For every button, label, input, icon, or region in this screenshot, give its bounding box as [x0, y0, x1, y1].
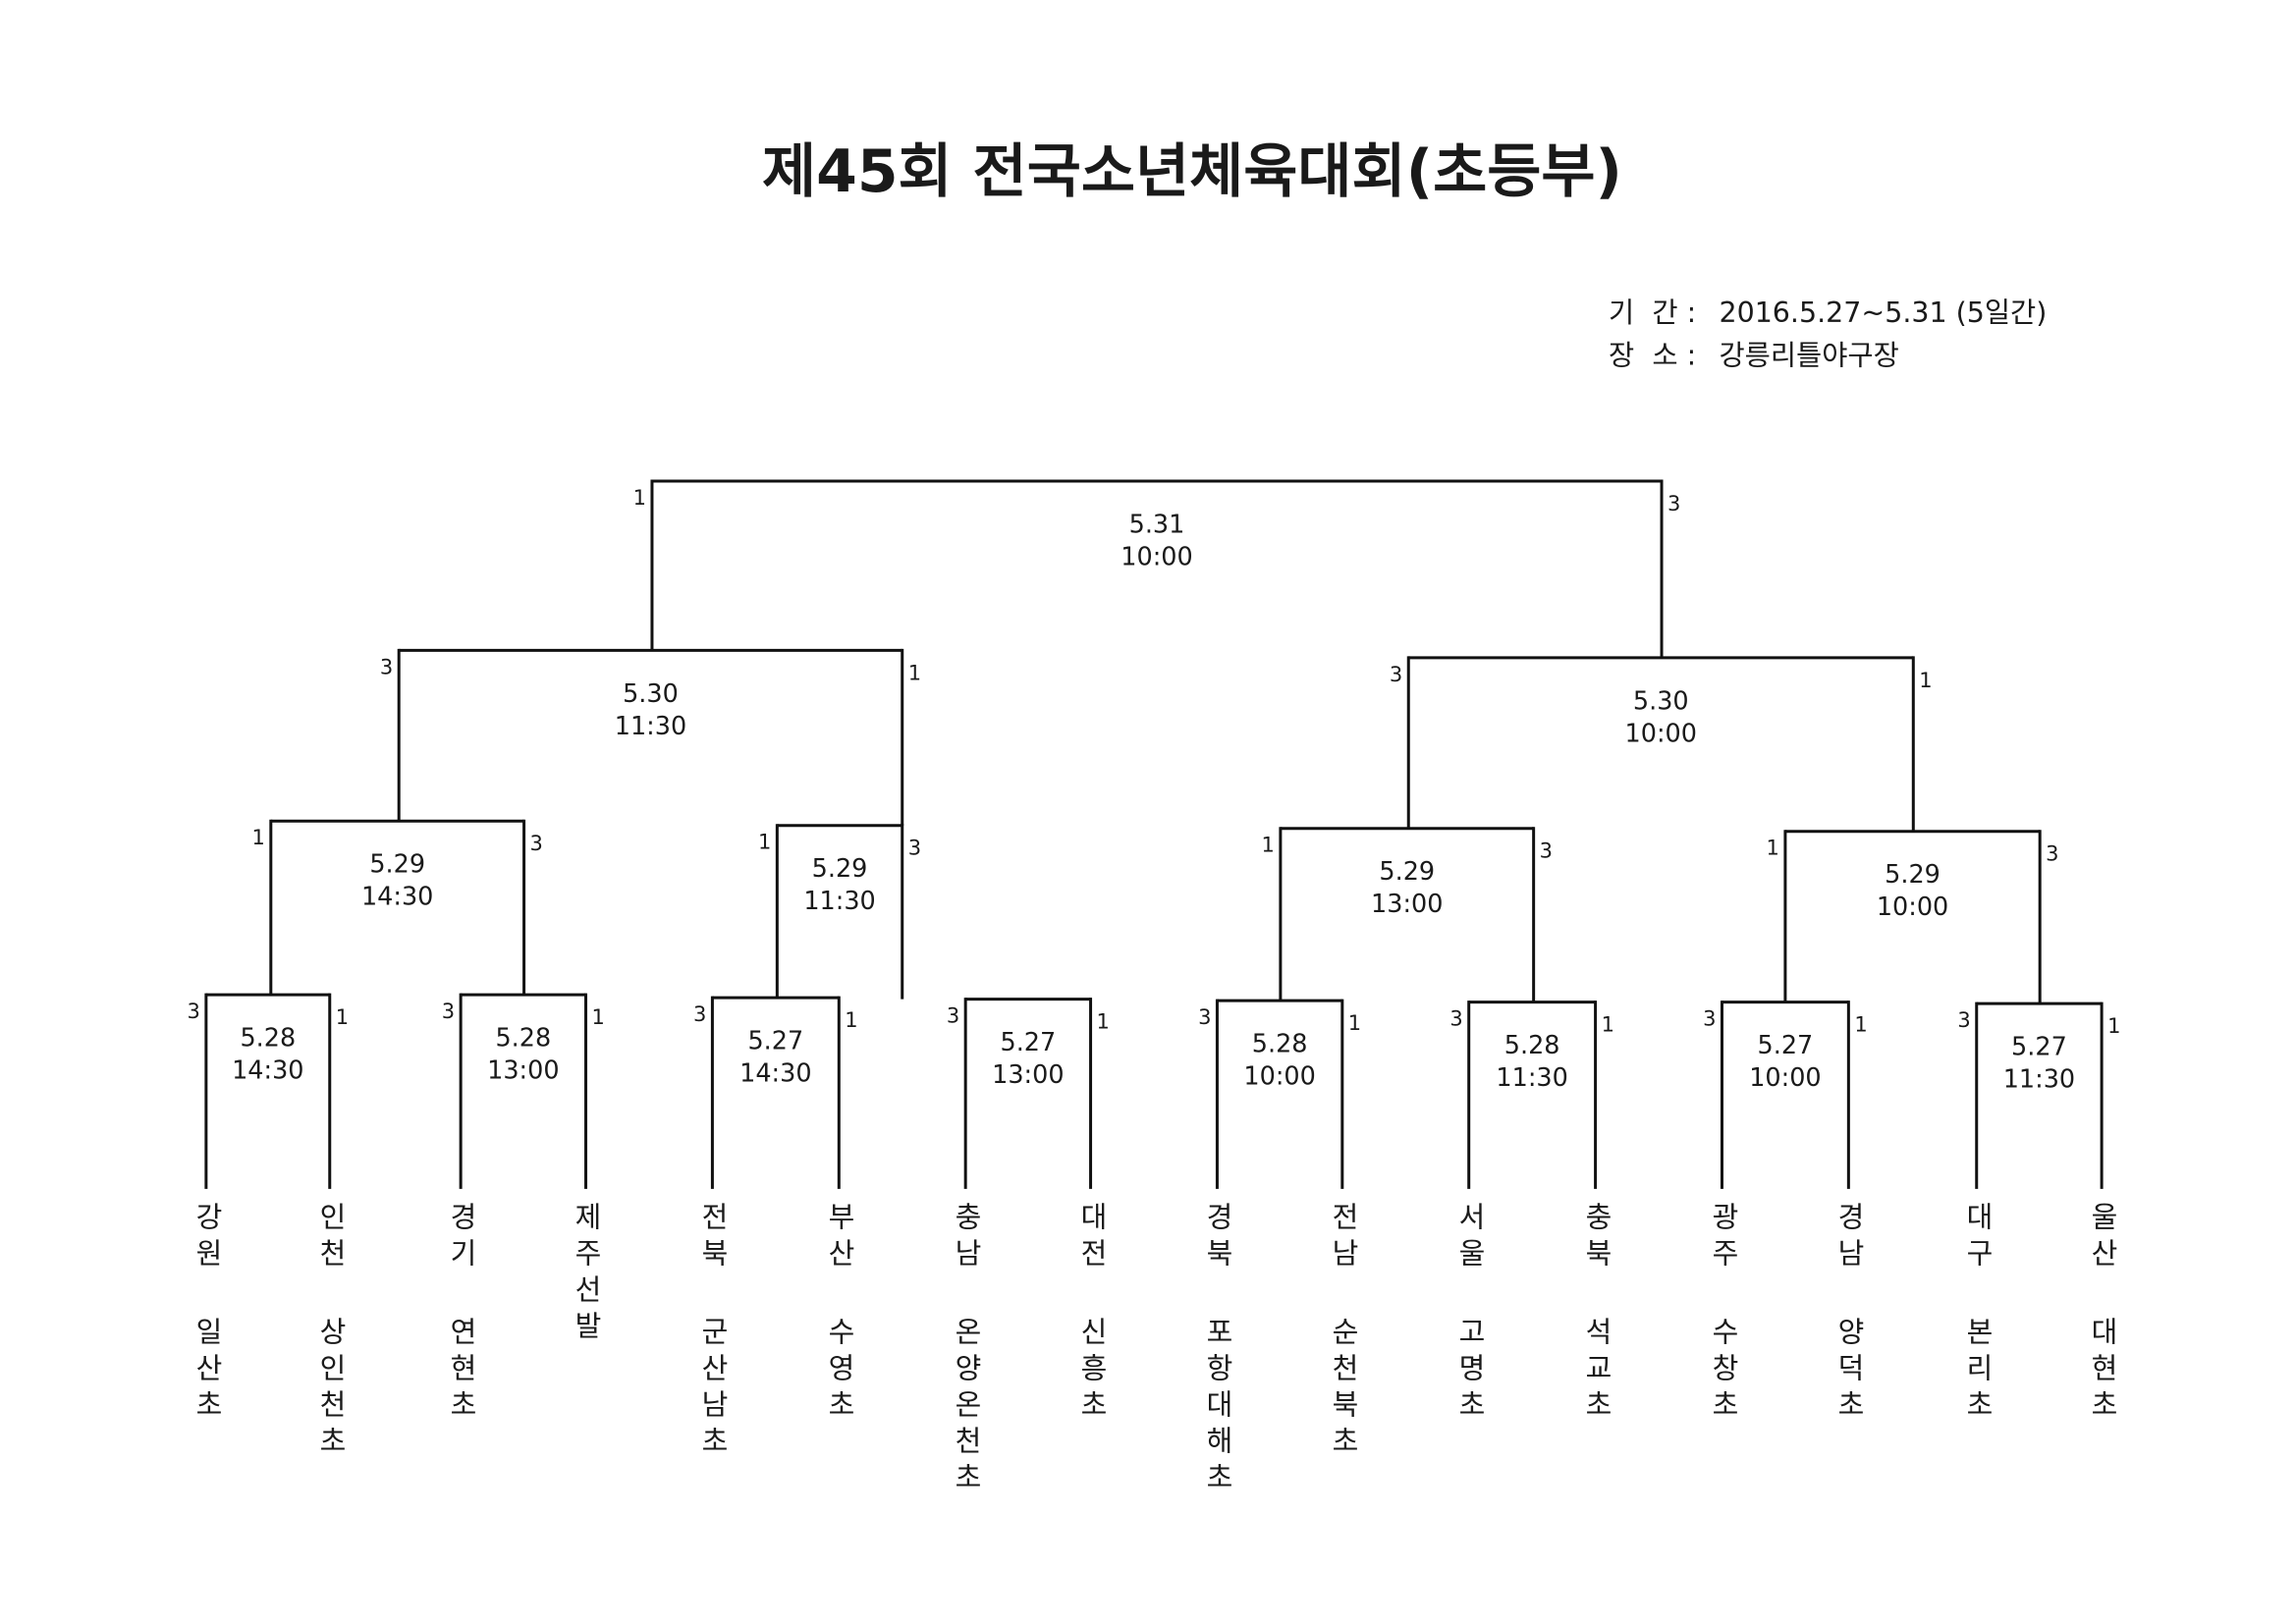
match-date: 5.30 [623, 679, 679, 709]
score-left: 1 [1767, 837, 1779, 860]
match-time: 14:30 [361, 883, 433, 912]
team-region: 경북 [1201, 1202, 1234, 1274]
score-left: 3 [1449, 1007, 1462, 1031]
score-left: 1 [251, 826, 264, 849]
score-right: 1 [1919, 669, 1932, 692]
team-region: 충북 [1580, 1202, 1613, 1274]
match-date: 5.27 [2011, 1033, 2067, 1062]
team-school: 일산초 [191, 1317, 224, 1426]
team-region: 인천 [314, 1202, 348, 1274]
score-left: 3 [1198, 1005, 1211, 1029]
score-left: 1 [633, 486, 646, 510]
match-time: 10:00 [1877, 893, 1948, 922]
match-date: 5.28 [1252, 1030, 1308, 1059]
score-right: 3 [908, 837, 921, 860]
team-school: 본리초 [1961, 1317, 1995, 1426]
match-time: 10:00 [1625, 719, 1697, 748]
score-right: 1 [845, 1008, 857, 1032]
team-region: 울산 [2086, 1202, 2119, 1274]
match-time: 10:00 [1121, 542, 1192, 571]
match-date: 5.28 [1504, 1031, 1560, 1060]
team-school: 포항대해초 [1201, 1317, 1234, 1498]
match-time: 11:30 [2003, 1064, 2075, 1094]
score-left: 3 [442, 1000, 455, 1023]
match-time: 14:30 [739, 1059, 811, 1089]
match-time: 13:00 [487, 1056, 559, 1086]
page-title: 제45회 전국소년체육대회(초등부) [762, 137, 1622, 206]
match-date: 5.27 [1001, 1028, 1057, 1057]
team-region: 경남 [1832, 1202, 1866, 1274]
team-region: 충남 [950, 1202, 983, 1274]
team-region: 광주 [1707, 1202, 1740, 1274]
team-region: 서울 [1453, 1202, 1487, 1274]
score-right: 3 [1540, 839, 1553, 863]
match-date: 5.29 [369, 850, 425, 880]
score-left: 1 [1262, 834, 1275, 857]
team-school: 온양온천초 [950, 1317, 983, 1498]
team-school: 양덕초 [1832, 1317, 1866, 1426]
team-school: 신흥초 [1075, 1317, 1109, 1426]
team-region: 부산 [823, 1202, 856, 1274]
team-region: 경기 [445, 1202, 478, 1274]
team-school: 순천북초 [1327, 1317, 1360, 1462]
bracket-lines [204, 479, 2104, 1189]
match-time: 11:30 [1496, 1063, 1567, 1093]
team-school: 군산남초 [696, 1317, 730, 1462]
score-left: 1 [758, 831, 771, 854]
team-region: 전남 [1327, 1202, 1360, 1274]
score-right: 1 [908, 661, 921, 684]
score-right: 1 [592, 1005, 605, 1029]
score-right: 3 [530, 832, 543, 855]
match-date: 5.28 [240, 1024, 296, 1054]
match-date: 5.29 [1379, 857, 1435, 887]
match-date: 5.27 [1758, 1031, 1814, 1060]
match-date: 5.30 [1633, 686, 1689, 716]
match-time: 10:00 [1749, 1063, 1821, 1093]
match-time: 11:30 [615, 712, 686, 741]
team-region: 대구 [1961, 1202, 1995, 1274]
team-school: 석교초 [1580, 1317, 1613, 1426]
score-right: 3 [1667, 492, 1680, 515]
team-school: 상인천초 [314, 1317, 348, 1462]
match-time: 14:30 [232, 1056, 303, 1086]
team-region: 대전 [1075, 1202, 1109, 1274]
match-date: 5.27 [747, 1027, 803, 1056]
match-date: 5.31 [1129, 511, 1185, 540]
score-left: 3 [1390, 663, 1402, 686]
team-region: 강원 [191, 1202, 224, 1274]
score-left: 3 [947, 1004, 959, 1028]
match-time: 13:00 [992, 1060, 1064, 1090]
score-left: 3 [380, 655, 393, 678]
score-left: 3 [1703, 1007, 1716, 1031]
team-school: 수창초 [1707, 1317, 1740, 1426]
score-right: 1 [1097, 1010, 1110, 1034]
match-date: 5.29 [1885, 860, 1941, 890]
score-right: 1 [1348, 1011, 1361, 1035]
score-right: 1 [2107, 1014, 2120, 1038]
team-school: 연현초 [445, 1317, 478, 1426]
match-time: 13:00 [1371, 890, 1443, 919]
score-right: 3 [2046, 842, 2058, 866]
team-school: 수영초 [823, 1317, 856, 1426]
score-left: 3 [1957, 1008, 1970, 1032]
match-time: 10:00 [1243, 1061, 1315, 1091]
period-value: 2016.5.27~5.31 (5일간) [1719, 297, 2047, 329]
score-right: 1 [336, 1005, 349, 1029]
score-left: 3 [188, 1000, 200, 1023]
team-school: 대현초 [2086, 1317, 2119, 1426]
match-date: 5.29 [812, 854, 868, 884]
venue-label: 장 소 : [1609, 340, 1696, 372]
score-right: 1 [1602, 1013, 1614, 1037]
team-region: 전북 [696, 1202, 730, 1274]
team-school: 고명초 [1453, 1317, 1487, 1426]
match-date: 5.28 [495, 1024, 551, 1054]
period-label: 기 간 : [1609, 297, 1696, 329]
venue-value: 강릉리틀야구장 [1719, 340, 1898, 372]
team-region: 제주선발 [570, 1202, 603, 1347]
score-right: 1 [1854, 1013, 1867, 1037]
score-left: 3 [693, 1002, 706, 1026]
match-time: 11:30 [803, 887, 875, 916]
